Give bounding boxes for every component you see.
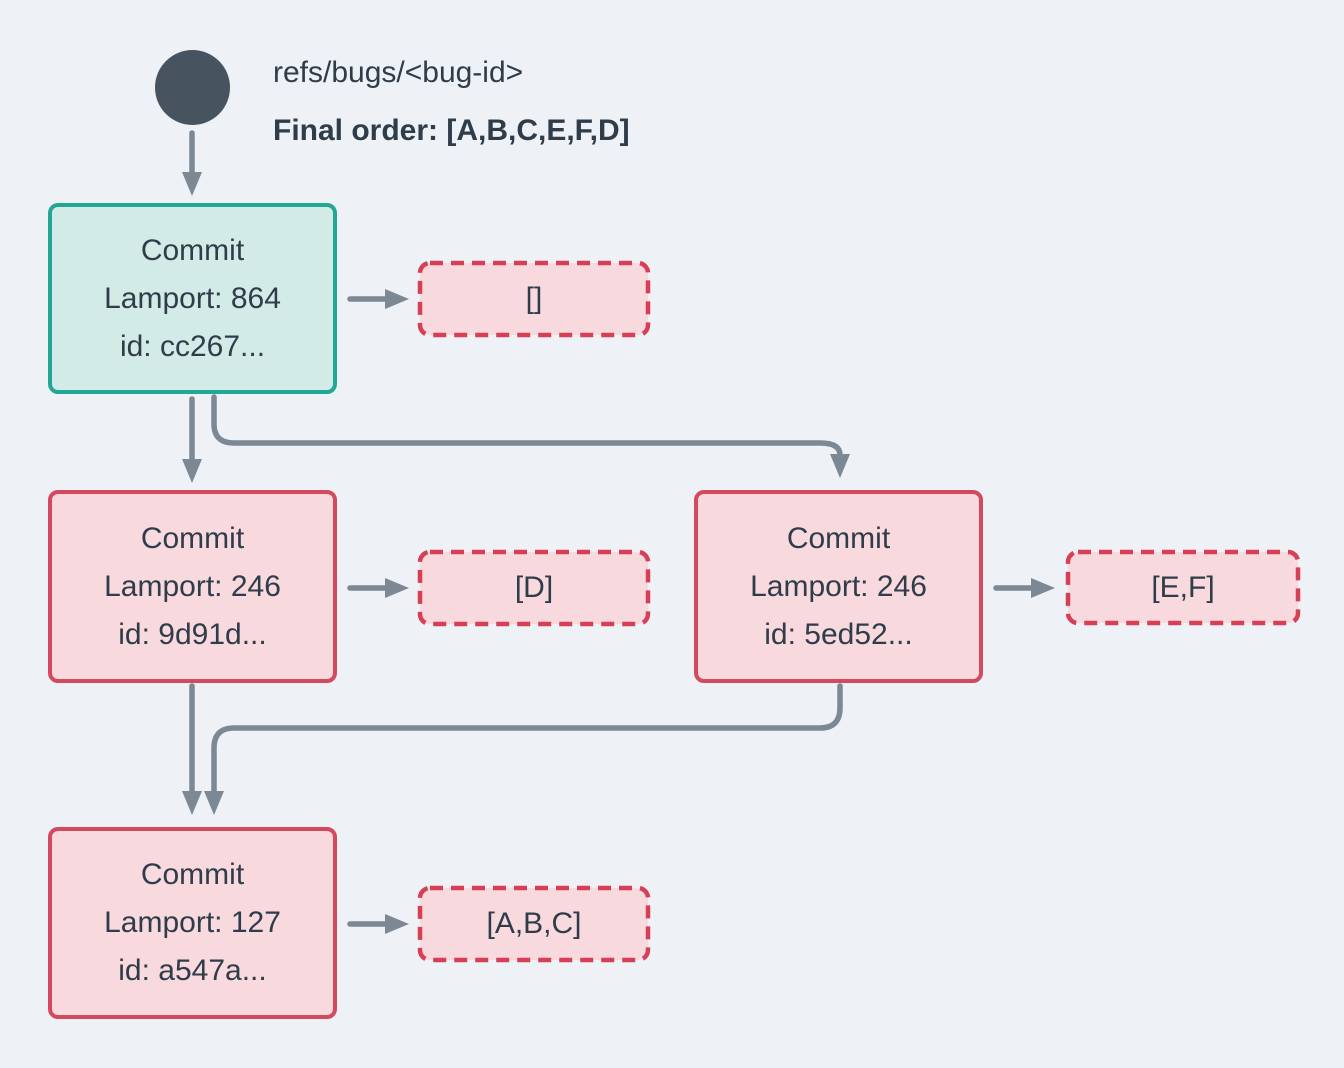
commit-node-head: Commit Lamport: 864 id: cc267... (48, 203, 337, 394)
operation-label-head: [] (525, 282, 543, 315)
edge-head-to-right-commit (211, 394, 850, 478)
commit-title: Commit (786, 521, 891, 555)
operation-box-merge (417, 885, 651, 963)
operation-box-left (417, 549, 651, 627)
ref-start-node-circle (155, 50, 230, 125)
commit-node-branch-left: Commit Lamport: 246 id: 9d91d... (48, 490, 337, 683)
commit-id: id: a547a... (118, 954, 267, 987)
commit-title: Commit (140, 858, 245, 891)
commit-id: id: 5ed52... (764, 617, 913, 651)
commit-title: Commit (140, 233, 245, 267)
edge-right-to-root-commit (204, 683, 843, 815)
commit-node-root: Commit Lamport: 127 id: a547a... (48, 827, 337, 1019)
operation-label-left: [D] (514, 571, 554, 604)
operation-label-right: [E,F] (1151, 570, 1215, 604)
ref-label: refs/bugs/<bug-id> (273, 56, 524, 89)
commit-lamport: Lamport: 246 (104, 569, 281, 603)
commit-lamport: Lamport: 864 (104, 281, 281, 315)
commit-title: Commit (140, 521, 245, 555)
commit-lamport: Lamport: 127 (104, 906, 281, 939)
operation-box-head (417, 260, 651, 338)
commit-node-branch-right: Commit Lamport: 246 id: 5ed52... (694, 490, 983, 683)
operation-label-merge: [A,B,C] (486, 907, 582, 940)
commit-id: id: cc267... (119, 329, 266, 363)
operation-box-right (1065, 549, 1301, 626)
final-order-label: Final order: [A,B,C,E,F,D] (273, 114, 630, 147)
commit-lamport: Lamport: 246 (750, 569, 927, 603)
commit-id: id: 9d91d... (118, 617, 267, 651)
